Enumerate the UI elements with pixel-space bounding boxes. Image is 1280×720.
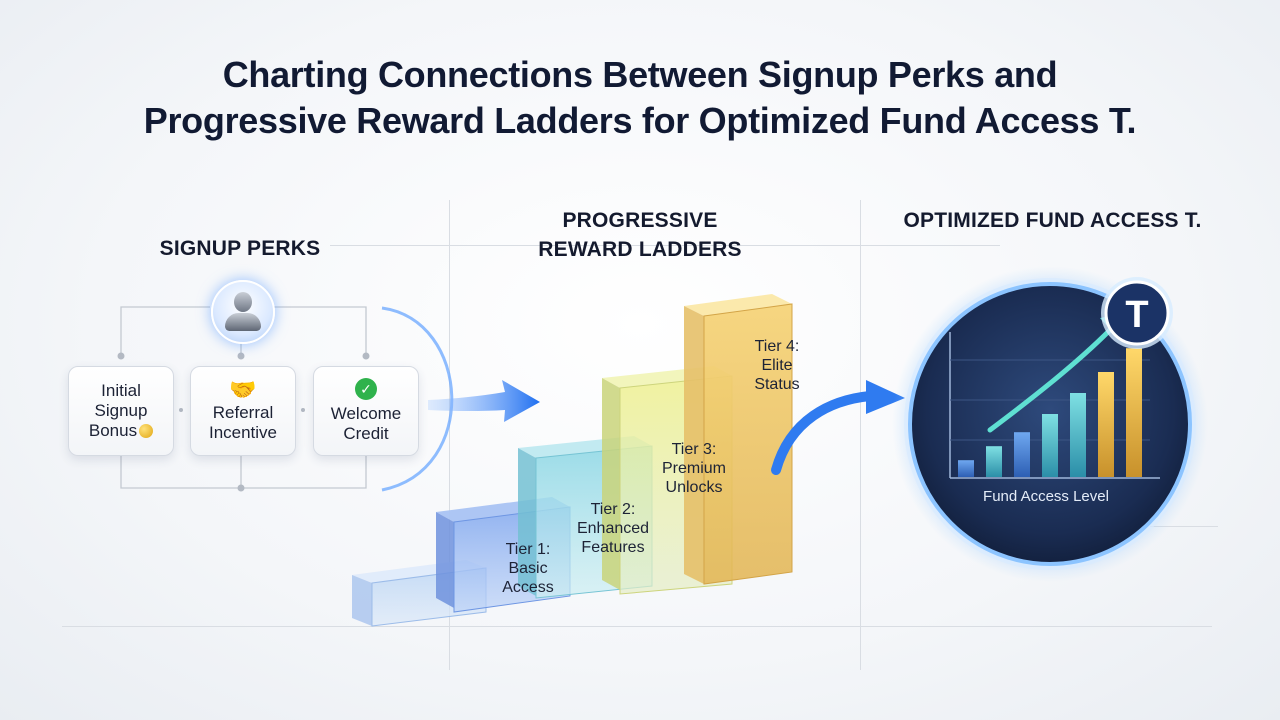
avatar-body: [225, 313, 261, 331]
tier-2-line-1: Tier 2:: [590, 501, 636, 518]
tier-1-line-1: Tier 1:: [505, 541, 551, 558]
tier-3-line-3: Unlocks: [665, 479, 723, 496]
connector-dot: [301, 408, 305, 412]
perk-3-line-1: Welcome: [330, 404, 402, 423]
tier-4-line-1: Tier 4:: [754, 338, 800, 355]
curved-arrow-icon: [771, 380, 905, 475]
perk-1-line-2: Signup: [94, 401, 148, 420]
section-label-reward-ladders: PROGRESSIVE REWARD LADDERS: [500, 206, 780, 264]
user-avatar-icon: [211, 280, 275, 344]
connector-top-right: [272, 306, 367, 356]
perk-card-welcome-credit[interactable]: ✓ Welcome Credit: [313, 366, 419, 456]
perk-card-referral-incentive[interactable]: 🤝 Referral Incentive: [190, 366, 296, 456]
connector-top-left: [120, 306, 210, 356]
tier-1-label: Tier 1: Basic Access: [488, 540, 568, 597]
tier-3-label: Tier 3: Premium Unlocks: [652, 440, 736, 497]
tier-4-line-3: Status: [754, 376, 800, 393]
handshake-icon: 🤝: [229, 377, 257, 402]
tier-3-line-1: Tier 3:: [671, 441, 717, 458]
coin-icon: [139, 424, 154, 438]
fund-bar-7: [1126, 348, 1142, 477]
perk-card-initial-signup-bonus[interactable]: Initial Signup Bonus: [68, 366, 174, 456]
fund-bar-1: [958, 460, 974, 477]
tier-4-label: Tier 4: Elite Status: [742, 337, 812, 394]
connector-dot: [117, 352, 125, 360]
fund-bar-5: [1070, 393, 1086, 477]
avatar-head: [234, 292, 252, 312]
fund-bar-3: [1014, 432, 1030, 477]
page-title: Charting Connections Between Signup Perk…: [0, 52, 1280, 144]
arrow-right-icon: [428, 380, 540, 422]
fund-access-level-label: Fund Access Level: [983, 488, 1109, 505]
gridline-vertical-1: [449, 200, 450, 670]
flow-arc-signup: [381, 306, 454, 492]
perk-2-line-1: Referral: [212, 403, 274, 422]
connector-dots: [117, 352, 370, 492]
tier-3-line-2: Premium: [661, 460, 726, 477]
fund-bars: [958, 348, 1142, 477]
title-line-2: Progressive Reward Ladders for Optimized…: [143, 100, 1137, 141]
fund-bar-6: [1098, 372, 1114, 477]
perk-1-line-3-text: Bonus: [88, 421, 138, 440]
connector-dot: [179, 408, 183, 412]
t-badge-letter: T: [1125, 294, 1148, 336]
ladders-line-2: REWARD LADDERS: [538, 238, 742, 261]
perk-2-line-2: Incentive: [208, 423, 278, 442]
connector-dot: [237, 352, 245, 360]
perk-3-line-2: Credit: [343, 424, 389, 443]
gridline-horizontal-bottom: [62, 626, 1212, 627]
perk-1-line-1: Initial: [101, 381, 141, 400]
t-badge-icon: T: [1099, 275, 1175, 351]
perk-1-line-3: Bonus: [88, 421, 154, 441]
gridline-horizontal-right: [1150, 526, 1218, 527]
connector-dot: [237, 484, 245, 492]
ladder-tier-4: [684, 294, 793, 585]
connector-dot: [362, 352, 370, 360]
tier-1-line-2: Basic: [508, 560, 548, 577]
fund-bar-2: [986, 446, 1002, 477]
ladders-line-1: PROGRESSIVE: [562, 209, 718, 232]
tier-2-line-2: Enhanced: [576, 520, 650, 537]
title-line-1: Charting Connections Between Signup Perk…: [222, 54, 1058, 95]
tier-1-line-3: Access: [502, 579, 554, 596]
tier-2-line-3: Features: [581, 539, 645, 556]
check-icon: ✓: [355, 378, 377, 400]
gridline-vertical-2: [860, 200, 861, 670]
connector-bottom: [120, 456, 367, 489]
tier-2-label: Tier 2: Enhanced Features: [568, 500, 658, 557]
fund-bar-4: [1042, 414, 1058, 477]
section-label-signup-perks: SIGNUP PERKS: [159, 237, 321, 260]
section-label-fund-access: OPTIMIZED FUND ACCESS T.: [903, 209, 1202, 232]
tier-4-line-2: Elite: [761, 357, 793, 374]
gridline-horizontal-top: [330, 245, 1000, 246]
